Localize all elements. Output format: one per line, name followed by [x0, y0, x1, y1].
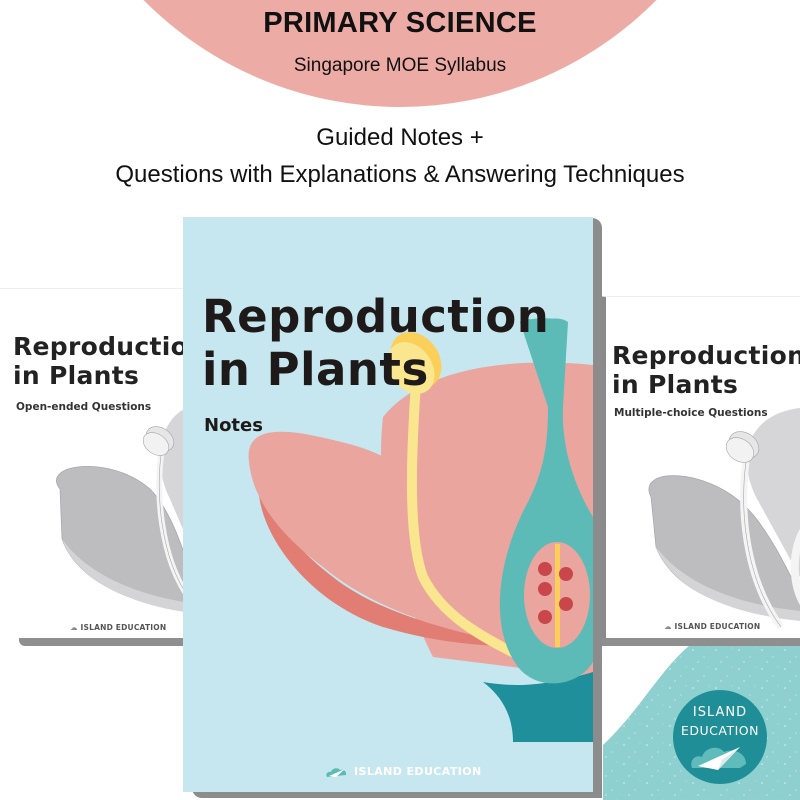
- cover-brand: ☁ ISLAND EDUCATION: [70, 623, 167, 632]
- flower-illustration-grey: [56, 406, 190, 613]
- flower-cross-section-illustration: [248, 318, 593, 742]
- island-education-logo: ISLAND EDUCATION: [673, 690, 767, 784]
- island-education-mini-logo-icon: ☁: [70, 623, 78, 632]
- tagline-line-1: Guided Notes +: [316, 124, 484, 151]
- cover-subtitle: Open-ended Questions: [16, 401, 152, 413]
- cover-subtitle: Multiple-choice Questions: [614, 407, 768, 419]
- cover-title: Reproductio in Plants: [13, 332, 189, 390]
- tagline-line-2: Questions with Explanations & Answering …: [115, 161, 685, 188]
- cover-title: Reproduction in Plants: [202, 290, 550, 396]
- cover-brand: ISLAND EDUCATION: [325, 765, 482, 778]
- cover-notes: Reproduction in Plants Notes ISLAND EDUC…: [183, 217, 593, 792]
- cover-subtitle: Notes: [204, 415, 263, 436]
- cover-title: Reproduction in Plants: [612, 341, 800, 399]
- paper-plane-cloud-icon: [326, 767, 347, 777]
- cover-multiple-choice-questions: Reproduction in Plants Multiple-choice Q…: [597, 296, 800, 639]
- flower-illustration-grey: [648, 408, 800, 630]
- cover-brand: ☁ ISLAND EDUCATION: [664, 622, 761, 631]
- cover-shadow: [597, 638, 800, 646]
- paper-plane-cloud-icon: [691, 747, 746, 770]
- cover-shadow: [19, 638, 190, 646]
- page-title: PRIMARY SCIENCE: [263, 7, 537, 39]
- cover-open-ended-questions: Reproductio in Plants Open-ended Questio…: [0, 288, 190, 639]
- island-education-mini-logo-icon: ☁: [664, 622, 672, 631]
- page-subtitle: Singapore MOE Syllabus: [293, 55, 507, 76]
